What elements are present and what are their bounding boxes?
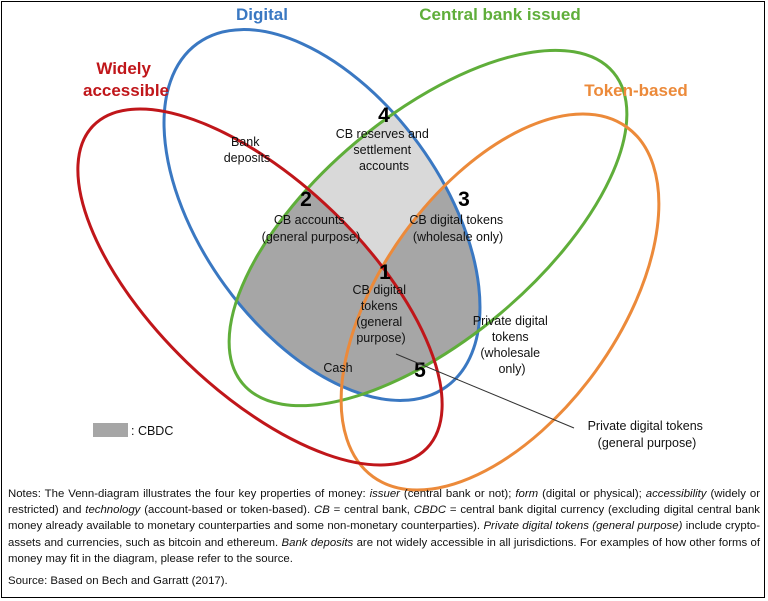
notes-italic-term: form [515,488,539,500]
region-4-label: CB reserves and settlement accounts [336,127,433,173]
title-widely-accessible: Widely accessible [83,59,169,100]
label-private-general: Private digital tokens (general purpose) [588,419,707,450]
notes-text: are not widely accessible in all jurisdi… [8,536,760,565]
region-3-label: CB digital tokens (wholesale only) [409,213,506,244]
title-digital: Digital [236,5,288,24]
notes-text: (central bank or not); [399,488,516,500]
ellipse-widely-accessible [76,107,444,467]
label-private-wholesale: Private digital tokens (wholesale only) [473,314,552,376]
legend-label: : CBDC [131,424,173,438]
title-central-bank-issued: Central bank issued [419,5,581,24]
notes-paragraph: Notes: The Venn-diagram illustrates the … [8,486,760,567]
notes-italic-term: technology [85,504,141,517]
notes-italic-term: issuer [369,488,400,500]
notes-text: (account-based or token-based). [140,504,314,517]
notes-text: include crypto-assets and currencies, su… [8,520,760,549]
region-4-number: 4 [378,104,390,127]
region-2-number: 2 [300,188,312,211]
region-3-number: 3 [458,188,470,211]
notes-italic-term: CB [313,504,330,517]
notes-italic-term: Bank deposits [281,536,354,549]
notes-text: Notes: The Venn-diagram illustrates the … [8,488,370,500]
ellipse-digital [162,28,482,402]
notes-italic-term: Private digital tokens (general purpose) [483,520,683,533]
notes: Notes: The Venn-diagram illustrates the … [8,486,760,567]
notes-text: (widely or restricted) and [8,488,760,517]
ellipse-central-bank-issued [227,48,629,408]
notes-text: = central bank, [329,504,414,517]
region-1-number: 1 [379,261,391,284]
leader-line [395,353,575,429]
source-line: Source: Based on Bech and Garratt (2017)… [8,575,228,587]
notes-italic-term: CBDC [413,504,447,517]
legend-swatch [93,423,128,437]
ellipse-token-based [339,112,661,492]
notes-text: = central bank digital currency (excludi… [8,504,760,533]
region-1-label: CB digital tokens (general purpose) [353,283,410,345]
region-2-label: CB accounts (general purpose) [262,213,361,244]
notes-italic-term: accessibility [645,488,707,500]
title-token-based: Token-based [584,81,688,100]
notes-text: (digital or physical); [538,488,646,500]
label-cash: Cash [323,361,352,375]
label-bank-deposits: Bank deposits [224,135,271,165]
